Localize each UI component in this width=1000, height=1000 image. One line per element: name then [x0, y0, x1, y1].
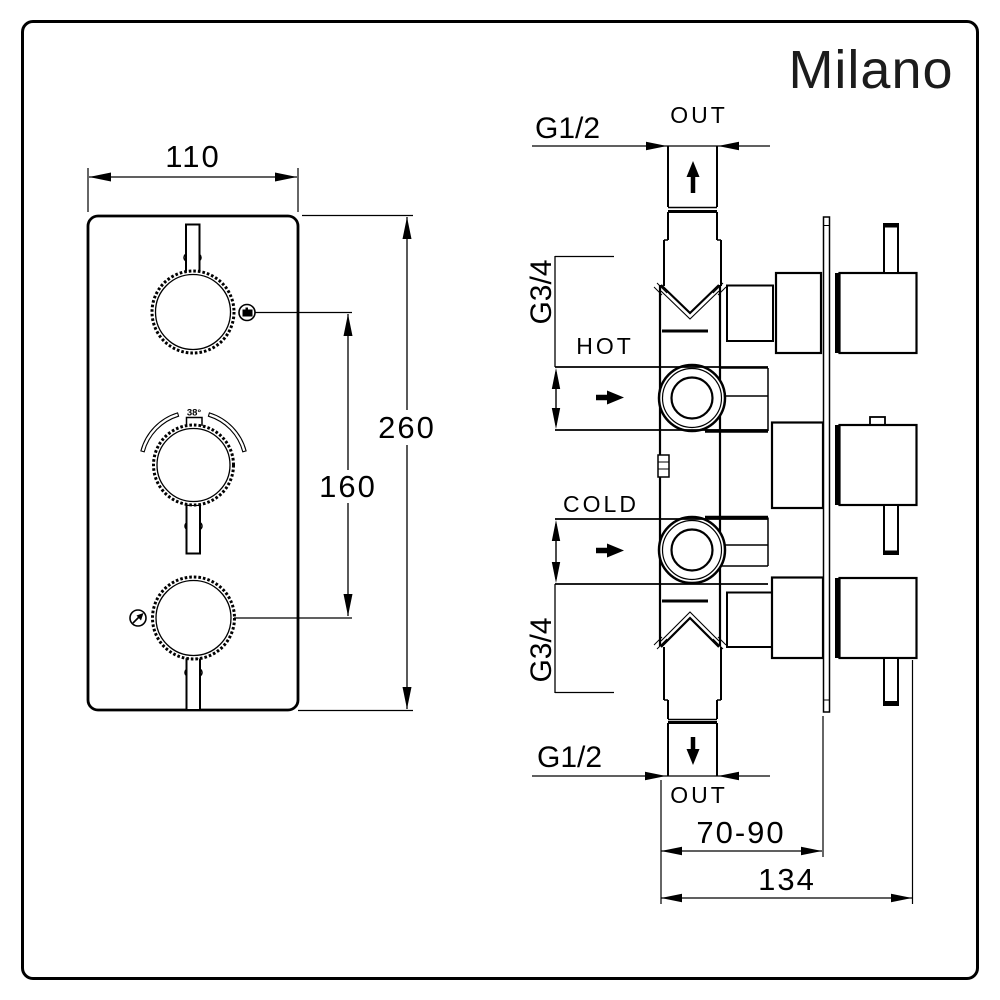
side-view: G1/2 OUT G3/4 HOT COLD	[525, 102, 918, 904]
front-view: 38°	[86, 139, 436, 712]
top-cartridge-housing	[774, 271, 823, 355]
bottom-knob-lever	[185, 657, 201, 711]
side-bottom-knob	[835, 576, 918, 706]
side-top-knob-lever	[883, 223, 899, 274]
bottom-cartridge-stem	[726, 591, 774, 648]
dim-centers-label: 160	[319, 469, 377, 504]
bottom-knob-inner	[155, 579, 232, 657]
hot-label: HOT	[576, 333, 634, 359]
dim-height-260: 260	[298, 214, 436, 712]
dim-total-depth: 134	[661, 660, 914, 904]
shower-function-icon	[129, 609, 147, 627]
top-out-label: OUT	[670, 102, 728, 128]
dim-width-label: 110	[165, 139, 220, 174]
bottom-outlet-pipe	[663, 647, 722, 776]
recess-depth-label: 70-90	[696, 815, 785, 850]
cold-inlet-port	[657, 515, 727, 585]
top-thread-label: G1/2	[535, 112, 600, 145]
dim-bottom-outlet: G1/2 OUT	[532, 741, 770, 808]
bottom-knob-knurled-rim	[151, 575, 236, 661]
middle-knob-left-arc	[140, 412, 180, 453]
front-middle-knob: 38°	[140, 408, 247, 555]
dim-recess-depth: 70-90	[660, 716, 824, 904]
brand-logo: Milano	[788, 40, 953, 100]
dim-centers-160: 160	[234, 311, 377, 619]
cold-thread-label: G3/4	[525, 617, 558, 682]
dim-width-110: 110	[87, 139, 299, 212]
side-middle-knob-lever	[883, 504, 899, 555]
front-bottom-knob	[151, 575, 236, 711]
wall-plate	[822, 216, 831, 713]
bottom-cartridge-housing	[770, 576, 825, 660]
bottom-out-label: OUT	[670, 782, 728, 808]
total-depth-label: 134	[758, 862, 816, 897]
flow-up-arrow	[686, 161, 700, 177]
middle-knob-knurled-rim	[152, 423, 235, 507]
body-bolt	[657, 454, 670, 478]
cold-inlet-annotation: COLD G3/4	[525, 491, 768, 694]
bath-function-icon	[238, 303, 256, 322]
side-middle-knob	[835, 416, 918, 555]
top-cartridge-stem	[726, 284, 774, 342]
cold-flow-arrow	[607, 543, 624, 558]
hot-inlet-annotation: G3/4 HOT	[525, 255, 768, 431]
side-bottom-knob-lever	[883, 657, 899, 706]
cold-label: COLD	[563, 491, 639, 517]
flow-down-arrow	[686, 749, 700, 765]
dim-top-outlet: G1/2 OUT	[532, 102, 770, 151]
hot-inlet-port	[657, 363, 727, 433]
top-outlet-pipe	[663, 146, 722, 286]
hot-flow-arrow	[607, 390, 624, 405]
bottom-thread-label: G1/2	[537, 741, 602, 774]
top-knob-inner	[154, 273, 232, 351]
hot-thread-label: G3/4	[525, 259, 558, 324]
side-middle-knob-button	[869, 416, 886, 426]
middle-knob-inner	[156, 427, 231, 503]
side-top-knob	[835, 223, 918, 355]
top-knob-knurled-rim	[150, 269, 236, 355]
valve-body	[653, 282, 769, 650]
middle-cartridge-housing	[770, 421, 825, 510]
front-top-knob	[150, 223, 236, 355]
top-knob-lever	[185, 223, 201, 274]
dim-height-label: 260	[378, 410, 436, 445]
middle-knob-lever	[185, 504, 201, 555]
middle-knob-right-arc	[207, 412, 247, 453]
temp-stop-label: 38°	[187, 408, 202, 419]
